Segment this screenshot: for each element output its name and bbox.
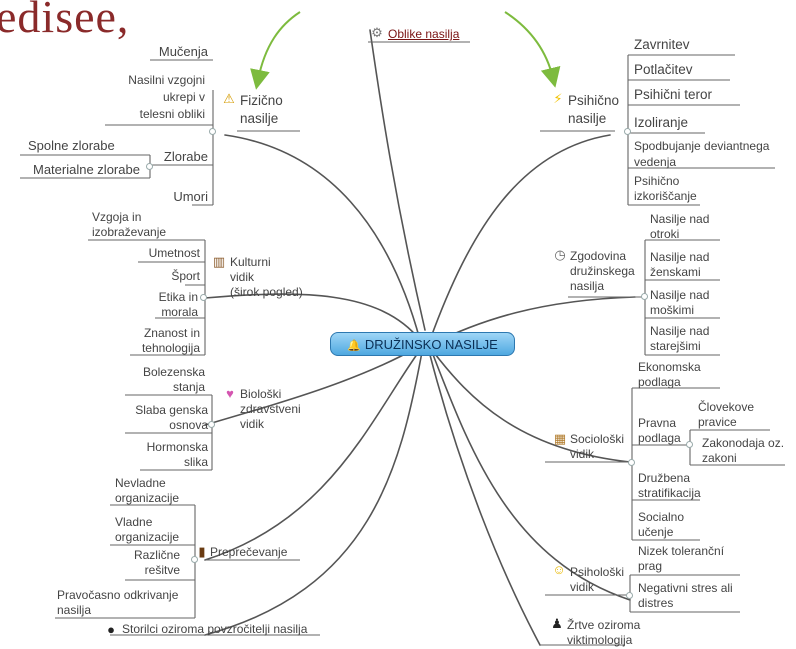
bioloski-item-hormonska[interactable]: Hormonska slika (146, 440, 208, 469)
fizicno-item-zlorabe[interactable]: Zlorabe (163, 149, 208, 164)
branch-storilci[interactable]: Storilci oziroma povzročitelji nasilja (122, 622, 308, 636)
branch-fizicno-nasilje[interactable]: Fizično nasilje (240, 93, 283, 126)
psihicno-item-spodbujanje[interactable]: Spodbujanje deviantnega vedenja (634, 139, 770, 169)
kulturni-item-umetnost[interactable]: Umetnost (148, 246, 200, 260)
jar-icon: ▮ (198, 544, 206, 559)
oblike-nasilja-link[interactable]: Oblike nasilja (388, 27, 460, 41)
preprecevanje-item-odkrivanje[interactable]: Pravočasno odkrivanje nasilja (57, 588, 179, 617)
collapse-toggle[interactable] (686, 441, 693, 448)
collapse-toggle[interactable] (208, 421, 215, 428)
collapse-toggle[interactable] (146, 163, 153, 170)
central-topic[interactable]: 🔔DRUŽINSKO NASILJE (330, 332, 515, 356)
lightning-icon: ⚡ (553, 91, 563, 106)
preprecevanje-item-resitve[interactable]: Različne rešitve (133, 548, 180, 577)
branch-zrtve[interactable]: Žrtve oziroma viktimologija (567, 618, 641, 647)
bell-icon: 🔔 (347, 340, 361, 352)
kulturni-item-znanost[interactable]: Znanost in tehnologija (141, 326, 200, 355)
zgodovina-item-starejsimi[interactable]: Nasilje nad starejšimi (650, 324, 710, 353)
psihicno-item-zavrnitev[interactable]: Zavrnitev (634, 37, 690, 52)
collapse-toggle[interactable] (209, 128, 216, 135)
branch-kulturni-vidik[interactable]: Kulturni vidik (širok pogled) (230, 255, 303, 299)
central-topic-label: DRUŽINSKO NASILJE (364, 337, 498, 352)
person-icon: ♟ (551, 616, 563, 631)
preprecevanje-item-nevladne[interactable]: Nevladne organizacije (115, 476, 180, 505)
heart-icon: ♥ (226, 386, 234, 401)
gear-icon: ⚙ (371, 25, 383, 40)
clock-icon: ◷ (554, 247, 566, 262)
psihicno-item-potlacitev[interactable]: Potlačitev (634, 62, 693, 77)
psiholoski-item-stres[interactable]: Negativni stres ali distres (638, 581, 733, 610)
collapse-toggle[interactable] (628, 459, 635, 466)
pravna-sub-zakonodaja[interactable]: Zakonodaja oz. zakoni (702, 436, 785, 465)
fizicno-item-vzgojni-ukrepi[interactable]: Nasilni vzgojni ukrepi v telesni obliki (128, 73, 205, 121)
preprecevanje-item-vladne[interactable]: Vladne organizacije (115, 515, 180, 544)
bioloski-item-bolezenska[interactable]: Bolezenska stanja (142, 365, 205, 394)
warning-icon: ⚠ (223, 91, 235, 106)
smiley-icon: ☺ (552, 562, 566, 577)
branch-socioloski[interactable]: Sociološki vidik (570, 432, 625, 461)
pravna-sub-clovekove[interactable]: Človekove pravice (698, 400, 755, 429)
collapse-toggle[interactable] (624, 128, 631, 135)
fizicno-item-mucenja[interactable]: Mučenja (158, 44, 208, 59)
branch-psihicno-nasilje[interactable]: Psihično nasilje (568, 93, 620, 126)
bioloski-item-genska[interactable]: Slaba genska osnova (135, 403, 208, 432)
branch-bioloski-vidik[interactable]: Biološki zdravstveni vidik (240, 387, 301, 431)
branch-psiholoski[interactable]: Psihološki vidik (570, 565, 625, 594)
psihicno-item-izoliranje[interactable]: Izoliranje (634, 115, 689, 130)
collapse-toggle[interactable] (200, 294, 207, 301)
book-icon: ▥ (212, 254, 226, 269)
psihicno-item-izkoriscanje[interactable]: Psihično izkoriščanje (634, 174, 697, 203)
collapse-toggle[interactable] (641, 293, 648, 300)
psiholoski-item-prag[interactable]: Nizek toleranční prag (638, 544, 725, 573)
zgodovina-item-otroki[interactable]: Nasilje nad otroki (650, 212, 710, 241)
title-fragment: edisee, (0, 0, 130, 42)
zlorabe-sub-spolne[interactable]: Spolne zlorabe (28, 138, 115, 153)
socioloski-item-socialno[interactable]: Socialno učenje (638, 510, 685, 539)
kulturni-item-vzgoja[interactable]: Vzgoja in izobraževanje (92, 210, 167, 239)
kulturni-item-etika[interactable]: Etika in morala (158, 290, 198, 319)
kulturni-item-sport[interactable]: Šport (171, 269, 200, 283)
zlorabe-sub-materialne[interactable]: Materialne zlorabe (33, 162, 140, 177)
collapse-toggle[interactable] (191, 556, 198, 563)
socioloski-item-druzbena[interactable]: Družbena stratifikacija (638, 471, 701, 500)
zgodovina-item-moskimi[interactable]: Nasilje nad moškimi (650, 288, 710, 317)
psihicno-item-teror[interactable]: Psihični teror (634, 87, 713, 102)
collapse-toggle[interactable] (626, 592, 633, 599)
bomb-icon: ● (107, 622, 115, 637)
building-icon: ▦ (553, 431, 567, 446)
socioloski-item-ekonomska[interactable]: Ekonomska podlaga (638, 360, 701, 389)
zgodovina-item-zenskami[interactable]: Nasilje nad ženskami (650, 250, 710, 279)
branch-zgodovina[interactable]: Zgodovina družinskega nasilja (570, 249, 635, 293)
socioloski-item-pravna[interactable]: Pravna podlaga (638, 416, 681, 445)
fizicno-item-umori[interactable]: Umori (173, 189, 208, 204)
branch-preprecevanje[interactable]: Preprečevanje (210, 545, 288, 559)
